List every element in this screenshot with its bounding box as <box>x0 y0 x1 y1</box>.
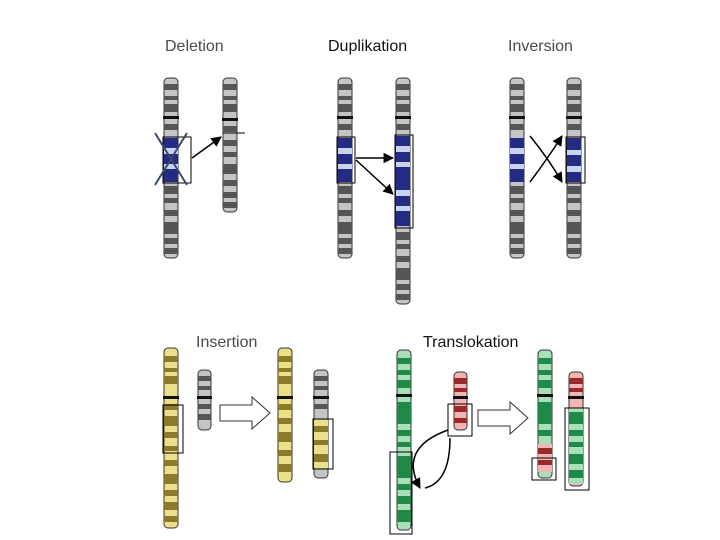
translocation-swap-arrow <box>413 430 448 488</box>
insertion-result-recipient-chromosome <box>277 348 293 482</box>
deletion-arrow <box>192 137 221 158</box>
translocation-red-chromosome <box>453 372 468 430</box>
inversion-panel <box>509 78 585 258</box>
translocation-green-chromosome <box>396 350 412 530</box>
insertion-donor-chromosome <box>197 370 212 430</box>
insertion-block-arrow <box>220 397 270 429</box>
translocation-swap-arrow-back <box>425 438 450 488</box>
insertion-panel <box>163 348 333 528</box>
translocation-block-arrow <box>478 402 528 434</box>
translocation-panel <box>390 350 589 534</box>
translocation-result-red-chromosome <box>568 372 584 486</box>
insertion-result-donor-chromosome <box>313 370 329 478</box>
duplication-original-chromosome <box>337 78 353 258</box>
inversion-result-chromosome <box>566 78 582 258</box>
inversion-original-chromosome <box>509 78 525 258</box>
translocation-result-green-chromosome <box>537 350 553 478</box>
duplication-result-chromosome <box>395 78 411 304</box>
duplication-panel <box>337 78 413 304</box>
deletion-panel <box>155 78 245 258</box>
duplication-arrow-lower <box>356 160 393 194</box>
insertion-recipient-chromosome <box>163 348 179 528</box>
deletion-result-chromosome <box>222 78 238 212</box>
